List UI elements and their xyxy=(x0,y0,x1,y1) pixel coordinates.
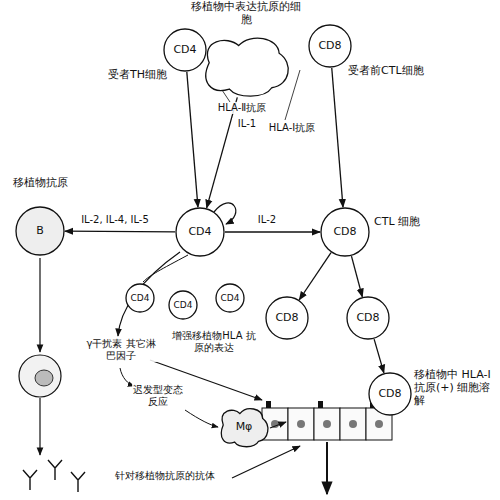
graft-cell xyxy=(288,408,314,440)
cell-membrane xyxy=(164,29,206,71)
antibody-symbol xyxy=(48,460,62,480)
connector-arrow xyxy=(332,68,343,207)
annotation-label: HLA-Ⅱ抗原 xyxy=(212,102,272,114)
cell-node: CD4 xyxy=(215,283,245,313)
cell-membrane xyxy=(16,207,64,255)
cell-node: B移植物抗原 xyxy=(15,206,65,256)
cell-label: CD4 xyxy=(168,290,198,320)
connector-arrow xyxy=(65,231,175,233)
macrophage-arrow xyxy=(185,410,218,427)
annotation-label: 增强移植物HLA 抗原的表达 xyxy=(168,330,260,354)
cell-caption: 受者TH细胞 xyxy=(91,68,167,81)
connector-arrow xyxy=(187,72,198,207)
graft-nucleus xyxy=(297,420,305,428)
cell-membrane xyxy=(309,25,351,67)
leader-line xyxy=(285,70,300,120)
graft-nucleus xyxy=(375,420,383,428)
cell-label: CD8 xyxy=(308,24,352,68)
cell-membrane xyxy=(216,284,244,312)
cell-node: CD4受者TH细胞 xyxy=(163,28,207,72)
cell-label: CD8 xyxy=(368,372,412,416)
graft-nucleus xyxy=(323,420,331,428)
plasma-cell xyxy=(19,355,61,397)
annotation-label: HLA-Ⅰ抗原 xyxy=(262,122,322,134)
cell-caption: 移植物中 HLA-Ⅰ抗原(+) 细胞溶解 xyxy=(414,368,496,408)
cell-label: B xyxy=(15,206,65,256)
damage-arrow xyxy=(326,442,328,494)
annotation-label: 迟发型变态反应 xyxy=(132,384,184,408)
cell-membrane xyxy=(126,284,154,312)
connector-arrow xyxy=(374,339,384,373)
cell-caption: 移植物抗原 xyxy=(3,176,77,189)
macrophage-attack-arrow xyxy=(270,422,286,428)
cell-label: 移植物中表达抗原的细胞 xyxy=(190,0,302,26)
secretion-arrow xyxy=(39,398,40,455)
cell-membrane xyxy=(169,291,197,319)
antibody-group xyxy=(23,460,85,492)
cell-outline xyxy=(200,34,292,98)
cell-membrane xyxy=(369,373,411,415)
cell-membrane xyxy=(321,208,369,256)
cell-label: CD4 xyxy=(163,28,207,72)
cell-label: CD4 xyxy=(125,283,155,313)
cell-node: CD8 xyxy=(265,296,309,340)
cell-label: CD8 xyxy=(346,296,390,340)
antibody-arrow xyxy=(232,446,300,478)
annotation-label: γ干扰素 其它淋巴因子 xyxy=(84,338,158,362)
graft-nucleus xyxy=(349,420,357,428)
cell-node: 移植物中表达抗原的细胞 xyxy=(200,34,292,98)
connector-arrow xyxy=(225,231,320,232)
cell-node: Mφ xyxy=(218,406,270,448)
cell-membrane xyxy=(176,208,224,256)
cell-caption: CTL 细胞 xyxy=(374,215,436,228)
connector-arrow xyxy=(351,256,362,297)
antibody-symbol xyxy=(71,472,85,492)
cell-label: CD4 xyxy=(175,207,225,257)
cell-node: CD8移植物中 HLA-Ⅰ抗原(+) 细胞溶解 xyxy=(368,372,412,416)
graft-cell xyxy=(314,408,340,440)
hla-antigen-mark xyxy=(318,401,323,408)
graft-cell xyxy=(340,408,366,440)
cell-node: CD8CTL 细胞 xyxy=(320,207,370,257)
graft-tissue xyxy=(262,401,392,440)
hla-antigen-mark xyxy=(266,401,271,408)
edge-label: IL-2 xyxy=(250,214,284,226)
cell-label: CD8 xyxy=(265,296,309,340)
lymphokine-arrow xyxy=(118,252,180,336)
cell-node: CD8受者前CTL细胞 xyxy=(308,24,352,68)
cell-label: CD4 xyxy=(215,283,245,313)
annotation-label: 针对移植物抗原的抗体 xyxy=(100,470,230,482)
antibody-symbol xyxy=(23,470,37,490)
cell-node: CD4 xyxy=(168,290,198,320)
cell-node: CD4 xyxy=(125,283,155,313)
plasma-nucleus xyxy=(35,370,53,386)
cell-membrane xyxy=(266,297,308,339)
cell-node: CD4 xyxy=(175,207,225,257)
cell-membrane xyxy=(347,297,389,339)
edge-label: IL-2, IL-4, IL-5 xyxy=(70,214,160,226)
cell-node: CD8 xyxy=(346,296,390,340)
cell-label: Mφ xyxy=(218,406,270,448)
differentiation-arrow xyxy=(39,258,40,352)
connector-arrow xyxy=(299,253,331,300)
edge-label: IL-1 xyxy=(232,118,262,130)
cell-membrane xyxy=(206,38,288,96)
cell-label: CD8 xyxy=(320,207,370,257)
cell-caption: 受者前CTL细胞 xyxy=(348,64,438,77)
